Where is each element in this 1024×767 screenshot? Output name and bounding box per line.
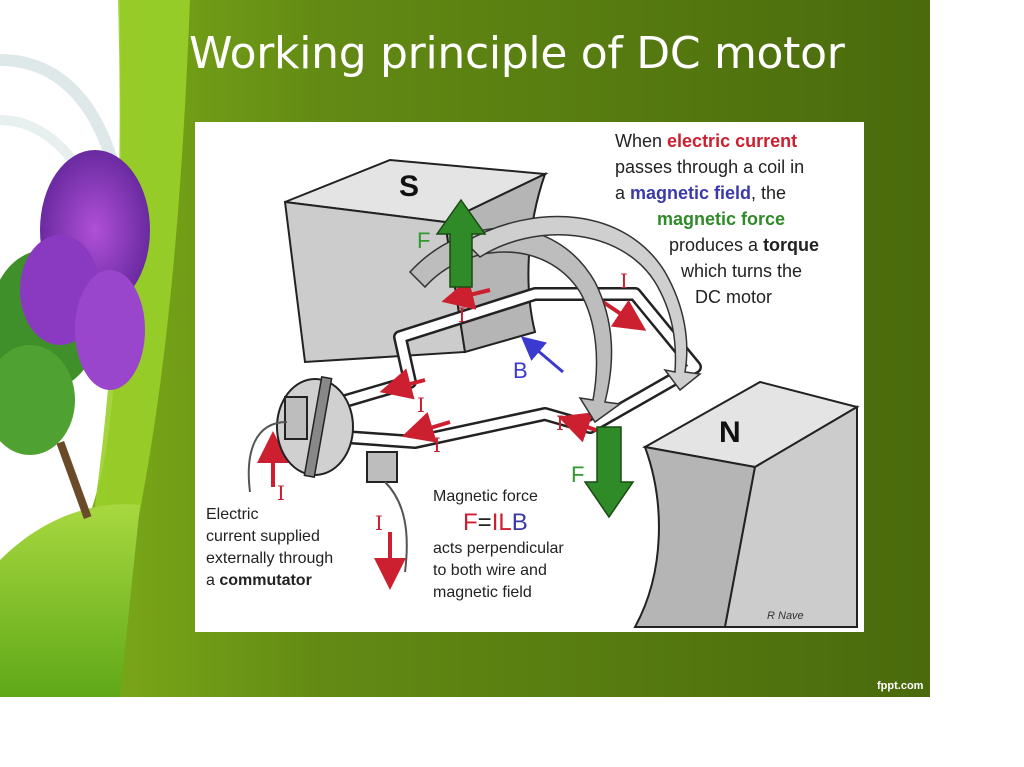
current-label-3: I — [417, 393, 425, 417]
current-label-7: I — [375, 511, 383, 535]
footer-brand: fppt.com — [877, 680, 924, 692]
description-text: When electric current passes through a c… — [615, 131, 820, 307]
current-label-5: I — [556, 411, 564, 435]
field-arrow — [520, 336, 564, 374]
coil — [323, 287, 702, 449]
motor-illustration: S N F F B I I I I I I I — [247, 158, 860, 628]
north-pole-label: N — [719, 416, 741, 449]
commutator — [247, 376, 408, 573]
current-label-2: I — [458, 303, 466, 327]
current-label-1: I — [620, 269, 628, 293]
current-label-6: I — [277, 481, 285, 505]
slide: Working principle of DC motor — [0, 0, 930, 697]
supply-note: Electric current supplied externally thr… — [206, 506, 334, 589]
force-arrows — [435, 198, 635, 519]
south-pole-label: S — [399, 170, 419, 203]
force-label-top: F — [417, 228, 430, 253]
rotation-arrows — [408, 215, 702, 424]
current-label-4: I — [433, 433, 441, 457]
force-formula: F=ILB — [463, 509, 528, 536]
image-credit: R Nave — [767, 610, 804, 622]
force-note: Magnetic force F=ILB acts perpendicular … — [433, 488, 564, 601]
slide-title: Working principle of DC motor — [189, 28, 845, 79]
dc-motor-diagram: S N F F B I I I I I I I When electric cu… — [195, 122, 864, 632]
north-pole — [633, 380, 860, 628]
field-label: B — [513, 358, 528, 383]
force-label-bottom: F — [571, 462, 584, 487]
